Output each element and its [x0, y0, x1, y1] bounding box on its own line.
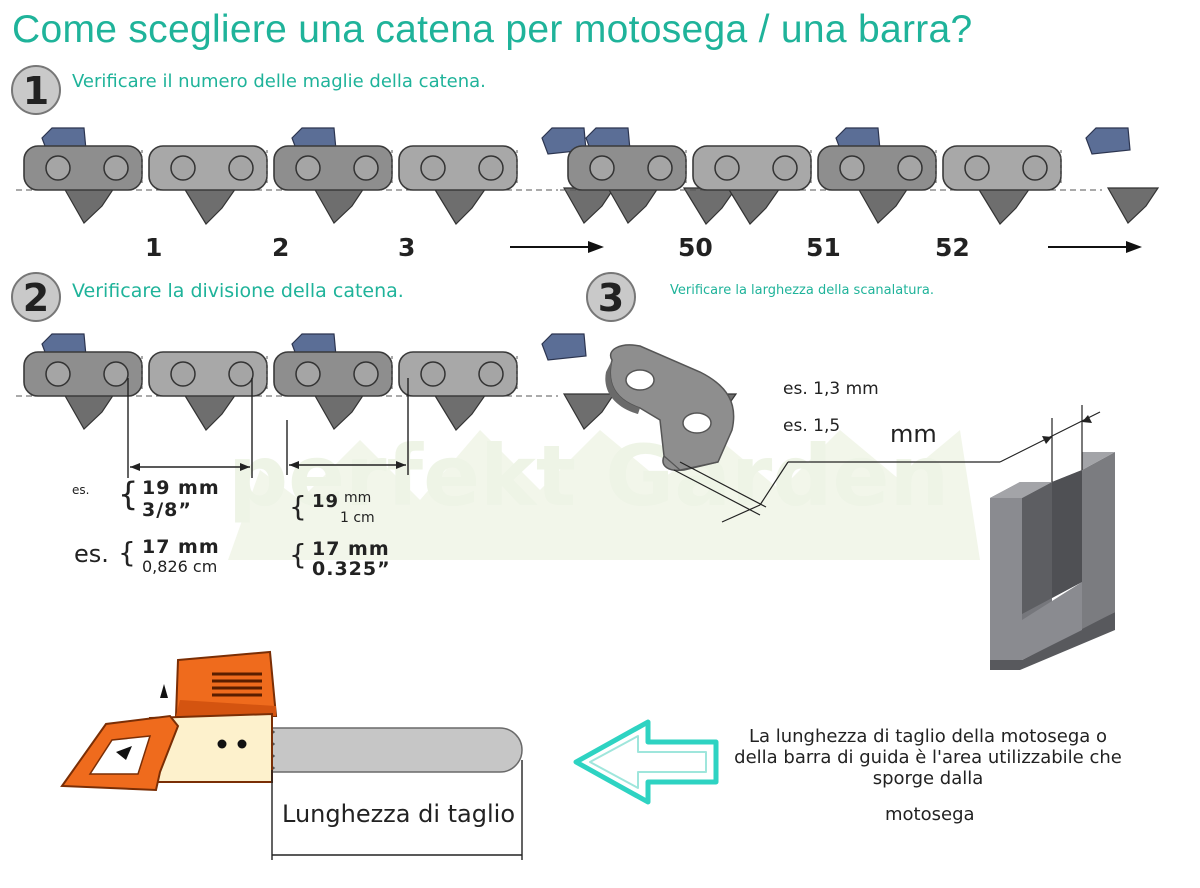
chain-tooth	[312, 187, 488, 225]
rivet	[45, 155, 71, 181]
chain-tooth	[856, 187, 1032, 225]
bar-groove-illustration	[990, 452, 1115, 670]
link-thickness-dimension	[673, 461, 1000, 523]
description-end: motosega	[885, 804, 975, 825]
example-prefix: es.	[72, 483, 90, 497]
chain-cutter	[1085, 127, 1131, 155]
pitch-example-2-unit: mm	[344, 490, 372, 506]
rivet	[103, 361, 129, 387]
chainsaw-illustration	[60, 650, 523, 792]
step-1-text: Verificare il numero delle maglie della …	[72, 71, 486, 92]
link-number: 51	[806, 233, 841, 262]
brace: {	[289, 490, 307, 523]
chain-tooth	[62, 187, 238, 225]
pitch-example-3-mm: 17 mm	[142, 536, 220, 558]
cut-length-bracket	[271, 760, 523, 860]
chain-tooth	[312, 393, 488, 431]
link-number: 3	[398, 233, 416, 262]
brace: {	[118, 475, 139, 513]
rivet	[295, 155, 321, 181]
rivet	[420, 361, 446, 387]
link-number: 1	[145, 233, 163, 262]
link-number: 50	[678, 233, 713, 262]
rivet	[228, 361, 254, 387]
step-3-number: 3	[598, 276, 624, 320]
description-line: La lunghezza di taglio della motosega o	[748, 726, 1108, 747]
rivet	[897, 155, 923, 181]
pitch-dimension-lines	[127, 378, 409, 478]
chain-cutter	[541, 333, 587, 361]
rivet	[295, 361, 321, 387]
description-line: sporge dalla	[872, 768, 984, 789]
arrow-right-icon	[510, 241, 604, 253]
step-1-badge: 1	[11, 65, 61, 115]
pitch-example-2-cm: 1 cm	[340, 510, 375, 526]
chain-strip-2	[560, 127, 1160, 225]
step-1-number: 1	[23, 69, 49, 113]
step-2-text: Verificare la divisione della catena.	[72, 280, 404, 302]
chain-tooth	[62, 393, 238, 431]
rivet	[353, 361, 379, 387]
brace: {	[118, 536, 136, 569]
brace: {	[289, 538, 307, 571]
pitch-example-1-inch: 3/8”	[142, 499, 192, 521]
example-prefix: es.	[74, 540, 109, 568]
pitch-example-4-mm: 17 mm	[312, 538, 390, 560]
rivet	[589, 155, 615, 181]
step-3-badge: 3	[586, 272, 636, 322]
rivet	[772, 155, 798, 181]
step-2-badge: 2	[11, 272, 61, 322]
arrow-left-icon	[573, 719, 719, 805]
rivet	[1022, 155, 1048, 181]
cut-length-label: Lunghezza di taglio	[282, 800, 516, 828]
rivet	[714, 155, 740, 181]
drive-link-illustration	[605, 344, 735, 472]
page-title: Come scegliere una catena per motosega /…	[12, 8, 973, 51]
rivet	[647, 155, 673, 181]
gauge-label-b: es. 1,5	[783, 416, 841, 436]
pitch-example-1-mm: 19 mm	[142, 477, 220, 499]
description-line: della barra di guida è l'area utilizzabi…	[734, 747, 1122, 768]
gauge-label-unit: mm	[890, 420, 937, 448]
chain-strip-3	[16, 333, 738, 431]
rivet	[228, 155, 254, 181]
link-number: 2	[272, 233, 290, 262]
rivet	[478, 361, 504, 387]
groove-width-dimension	[999, 405, 1101, 482]
link-number: 52	[935, 233, 970, 262]
rivet	[839, 155, 865, 181]
pitch-example-3-cm: 0,826 cm	[142, 557, 218, 576]
rivet	[45, 361, 71, 387]
arrow-right-icon	[1048, 241, 1142, 253]
rivet	[478, 155, 504, 181]
pitch-example-2-mm: 19	[312, 491, 340, 512]
rivet	[170, 155, 196, 181]
rivet	[420, 155, 446, 181]
gauge-label-a: es. 1,3 mm	[783, 379, 879, 399]
rivet	[103, 155, 129, 181]
cut-length-description: La lunghezza di taglio della motosega o …	[722, 726, 1134, 789]
watermark-logo: perfekt Garden	[228, 427, 980, 560]
rivet	[170, 361, 196, 387]
chain-tooth	[1106, 187, 1160, 224]
rivet	[964, 155, 990, 181]
pitch-example-4-inch: 0.325”	[312, 558, 391, 580]
watermark-text: perfekt Garden	[228, 427, 949, 525]
step-2-number: 2	[23, 276, 49, 320]
rivet	[353, 155, 379, 181]
step-3-text: Verificare la larghezza della scanalatur…	[670, 283, 934, 298]
